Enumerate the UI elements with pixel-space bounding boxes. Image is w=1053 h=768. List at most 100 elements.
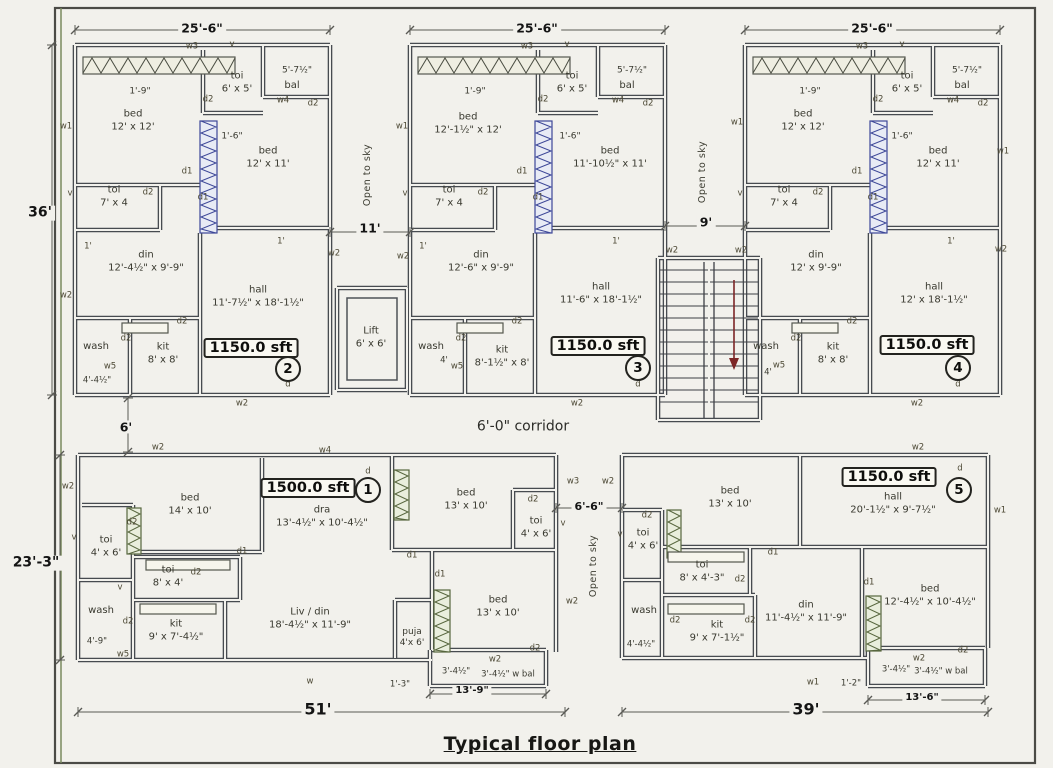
wall-tag: w2 <box>912 653 926 664</box>
room-label: wash <box>753 340 779 352</box>
unit-number-badge: 4 <box>945 355 971 381</box>
room-label: Liv / din 18'-4½" x 11'-9" <box>268 606 352 631</box>
room-label: bal <box>619 79 635 91</box>
room-label: toi 6' x 5' <box>556 70 588 95</box>
wall-tag: w1 <box>993 505 1007 516</box>
room-label: wash <box>83 340 109 352</box>
wall-tag: d1 <box>181 166 193 177</box>
wall-tag: d <box>955 379 961 390</box>
wall-tag: d2 <box>477 187 489 198</box>
room-label: toi 4' x 6' <box>90 534 122 559</box>
wall-tag: w2 <box>235 398 249 409</box>
room-label: 4' <box>440 355 448 366</box>
room-label: toi 4' x 6' <box>520 515 552 540</box>
wall-tag: w <box>306 676 314 687</box>
room-label: bed 14' x 10' <box>168 492 212 517</box>
room-label: toi 8' x 4' <box>152 564 184 589</box>
dimension-label: 25'-6" <box>178 21 226 35</box>
wall-tag: d2 <box>669 615 681 626</box>
room-label: 1'-6" <box>891 131 913 142</box>
room-label: toi 4' x 6' <box>627 527 659 552</box>
unit-number-badge: 1 <box>355 477 381 503</box>
unit-number-badge: 5 <box>946 477 972 503</box>
room-label: toi 6' x 5' <box>891 70 923 95</box>
wall-tag: w2 <box>665 245 679 256</box>
area-badge: 1150.0 sft <box>879 335 975 355</box>
dimension-label: 11' <box>356 221 384 235</box>
room-label: 3'-4½" w bal <box>914 666 968 677</box>
wall-tag: w2 <box>910 398 924 409</box>
wall-tag: d2 <box>957 645 969 656</box>
wall-tag: w2 <box>570 398 584 409</box>
room-label: bed 13' x 10' <box>444 487 488 512</box>
wall-tag: 1' <box>419 241 427 252</box>
wall-tag: v <box>560 518 566 529</box>
area-badge: 1500.0 sft <box>260 478 356 498</box>
room-label: toi 7' x 4 <box>770 184 798 209</box>
wall-tag: 1' <box>84 241 92 252</box>
wall-tag: d1 <box>863 577 875 588</box>
wall-tag: d2 <box>126 517 138 528</box>
wall-tag: w3 <box>855 41 869 52</box>
room-label: 3'-4½" <box>441 666 471 677</box>
wall-tag: w1 <box>730 117 744 128</box>
room-label: bed 12' x 11' <box>246 145 290 170</box>
wall-tag: d2 <box>537 94 549 105</box>
wall-tag: d2 <box>122 616 134 627</box>
room-label: din 12' x 9'-9" <box>790 249 842 274</box>
wall-tag: d <box>635 379 641 390</box>
wall-tag: w2 <box>327 248 341 259</box>
room-label: 3'-4½" w bal <box>481 669 535 680</box>
wall-tag: d1 <box>851 166 863 177</box>
room-label: 4' <box>764 367 772 378</box>
room-label: 1'-9" <box>129 86 151 97</box>
wall-tag: w2 <box>59 290 73 301</box>
room-label: dra 13'-4½" x 10'-4½" <box>276 504 368 529</box>
unit-number-badge: 2 <box>275 356 301 382</box>
wall-tag: v <box>617 529 623 540</box>
wall-tag: d2 <box>202 94 214 105</box>
room-label: toi 7' x 4 <box>100 184 128 209</box>
room-label: toi 6' x 5' <box>221 70 253 95</box>
dimension-label: 23'-3" <box>9 555 63 571</box>
area-badge: 1150.0 sft <box>203 338 299 358</box>
wall-tag: d1 <box>867 192 879 203</box>
room-label: wash <box>418 340 444 352</box>
room-label: din 12'-6" x 9'-9" <box>447 249 515 274</box>
wall-tag: d2 <box>790 333 802 344</box>
room-label: 3'-4½" <box>881 664 911 675</box>
area-badge: 1150.0 sft <box>841 467 937 487</box>
wall-tag: d2 <box>812 187 824 198</box>
wall-tag: v <box>117 582 123 593</box>
wall-tag: d2 <box>527 494 539 505</box>
room-label: 1'-3" <box>389 679 411 690</box>
wall-tag: w2 <box>601 476 615 487</box>
wall-tag: d1 <box>434 569 446 580</box>
dimension-label: 13'-6" <box>902 692 942 704</box>
room-label: wash <box>88 604 114 616</box>
wall-tag: w2 <box>396 251 410 262</box>
wall-tag: 1' <box>277 236 285 247</box>
wall-tag: d2 <box>176 316 188 327</box>
room-label: 1'-9" <box>799 86 821 97</box>
room-label: hall 20'-1½" x 9'-7½" <box>850 491 936 516</box>
wall-tag: w4 <box>276 95 290 106</box>
wall-tag: w5 <box>116 649 130 660</box>
dimension-label: 36' <box>25 205 55 221</box>
wall-tag: d2 <box>190 567 202 578</box>
dimension-label: 9' <box>696 215 716 229</box>
wall-tag: v <box>737 188 743 199</box>
room-label: 4'-4½" <box>626 639 656 650</box>
wall-tag: w5 <box>103 361 117 372</box>
wall-tag: 1' <box>947 236 955 247</box>
wall-tag: d2 <box>734 574 746 585</box>
wall-tag: d2 <box>846 316 858 327</box>
open-to-sky-label: Open to sky <box>588 534 600 598</box>
wall-tag: v <box>229 39 235 50</box>
wall-tag: d2 <box>120 333 132 344</box>
wall-tag: w1 <box>806 677 820 688</box>
dimension-label: 39' <box>789 701 823 719</box>
dimension-label: 25'-6" <box>848 21 896 35</box>
room-label: kit 9' x 7'-4½" <box>148 618 204 643</box>
